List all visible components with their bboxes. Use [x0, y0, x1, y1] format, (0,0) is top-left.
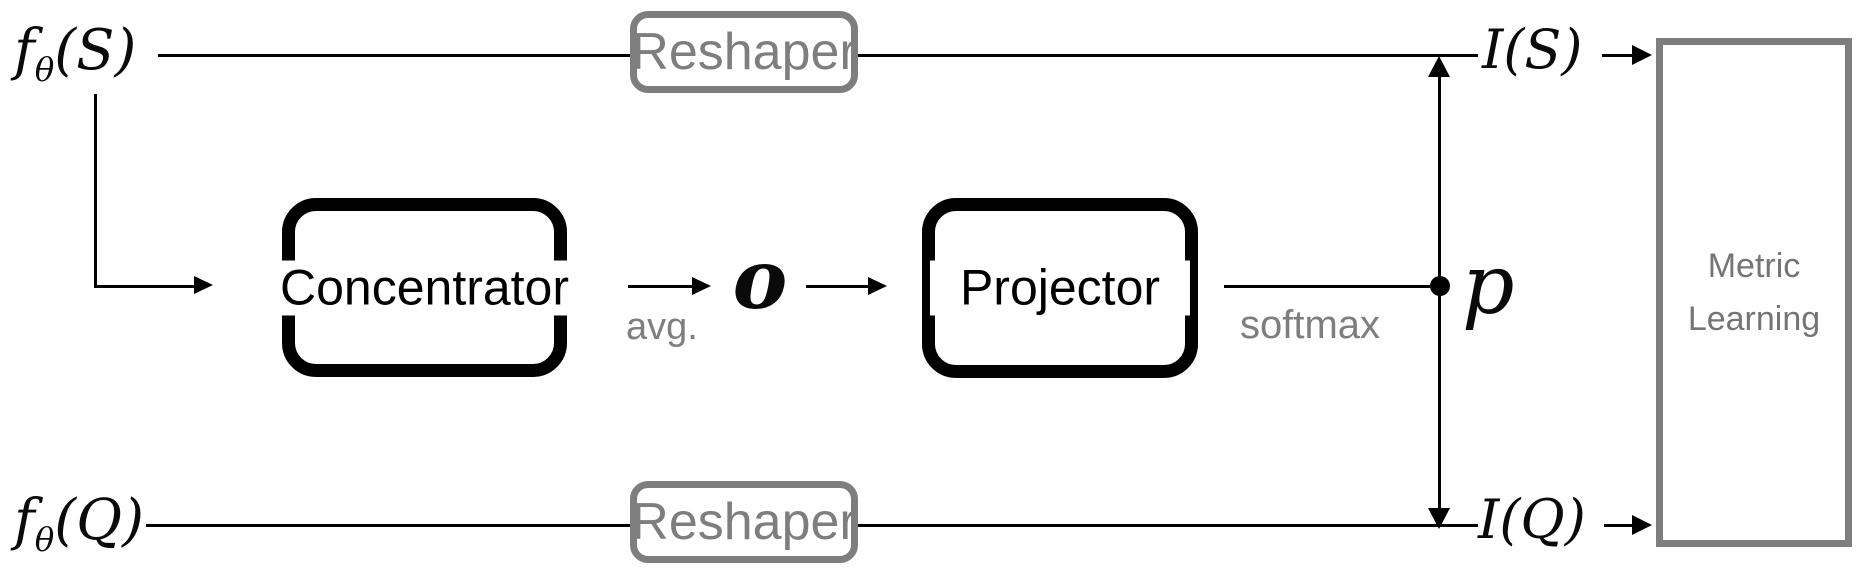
mask-symbol: p [1462, 238, 1515, 333]
avg-arrow-line [628, 285, 694, 288]
reshaper-top-label: Reshaper [631, 23, 857, 81]
task-embedding-symbol: o [732, 232, 788, 329]
avg-arrowhead-icon [692, 277, 711, 295]
metric-learning-label-line1: Metric [1707, 246, 1801, 285]
broadcast-line [1438, 72, 1441, 512]
broadcast-down-arrowhead-icon [1428, 508, 1450, 529]
avg-label: avg. [626, 306, 698, 348]
projector-block: Projector [922, 198, 1198, 378]
broadcast-up-arrowhead-icon [1428, 56, 1450, 77]
support-instance-embedding-label: I(S) [1482, 18, 1583, 81]
projector-input-line [806, 285, 870, 288]
metric-learning-label-line2: Learning [1687, 299, 1821, 338]
support-to-metric-line [1602, 54, 1634, 57]
support-drop-line [94, 94, 97, 288]
softmax-label: softmax [1240, 303, 1381, 347]
support-features-label: fθ(S) [14, 18, 137, 90]
metric-learning-block: Metric Learning [1656, 38, 1852, 547]
concentrator-block: Concentrator [269, 198, 580, 377]
reshaper-top-block: Reshaper [630, 11, 858, 93]
support-to-metric-arrowhead-icon [1632, 45, 1652, 65]
query-to-metric-line [1604, 524, 1634, 527]
query-instance-embedding-label: I(Q) [1478, 488, 1586, 551]
concentrator-input-line [94, 285, 196, 288]
query-features-label: fθ(Q) [14, 488, 144, 560]
projector-label: Projector [929, 260, 1191, 316]
reshaper-bottom-block: Reshaper [630, 481, 858, 563]
concentrator-input-arrowhead-icon [194, 276, 213, 294]
reshaper-bottom-label: Reshaper [631, 493, 857, 551]
query-to-metric-arrowhead-icon [1632, 515, 1652, 535]
softmax-line [1224, 285, 1440, 288]
concentrator-label: Concentrator [269, 260, 580, 315]
projector-input-arrowhead-icon [868, 277, 887, 295]
